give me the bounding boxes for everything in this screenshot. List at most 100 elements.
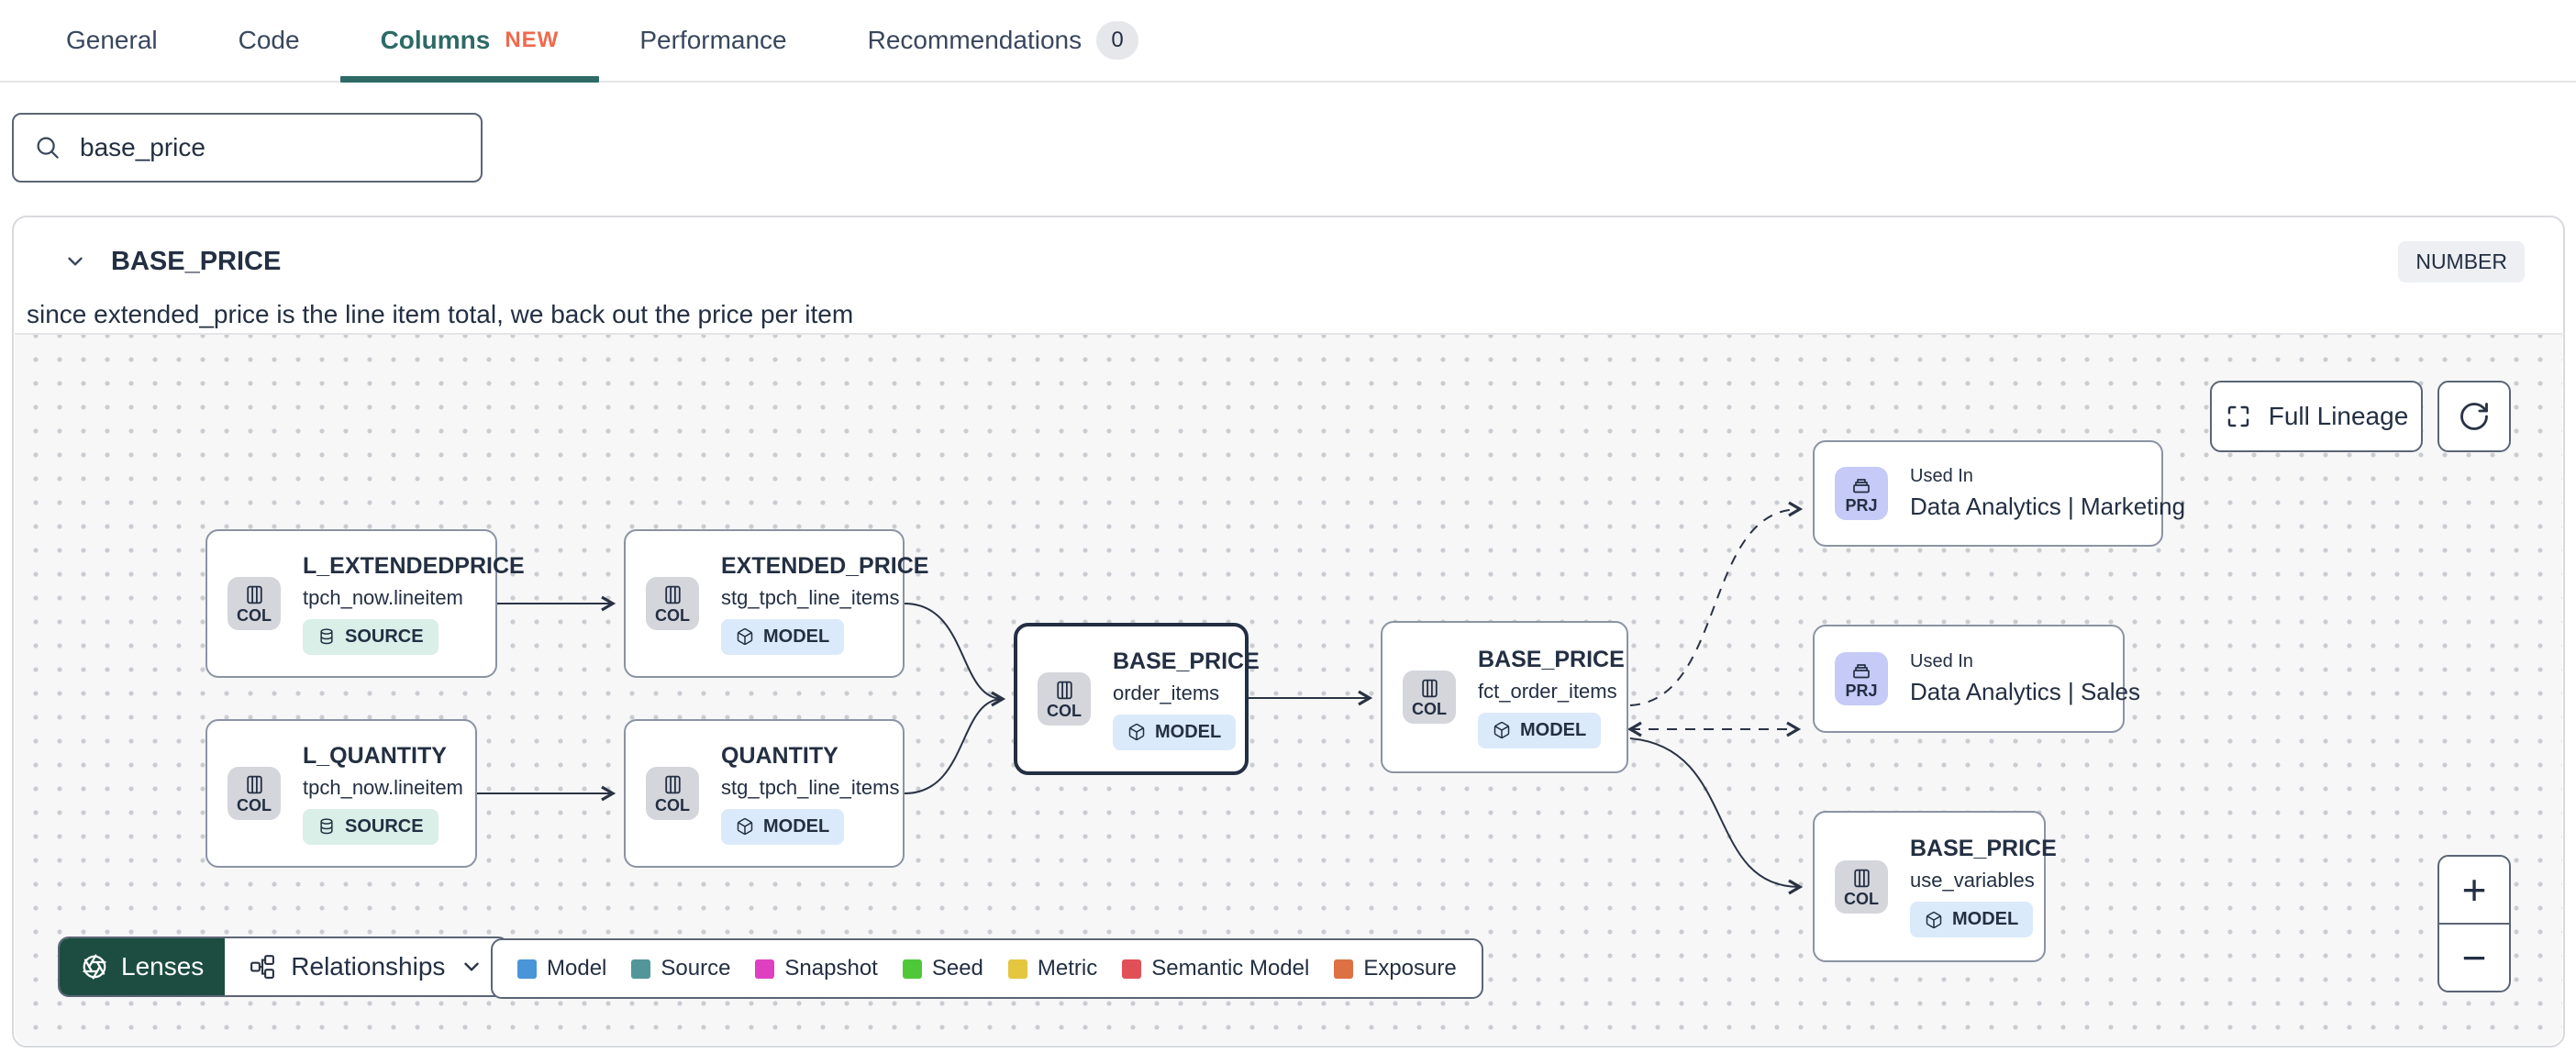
node-title: BASE_PRICE [1910,836,2057,861]
tab-columns[interactable]: Columns NEW [339,0,600,83]
relationships-icon [250,955,275,979]
columns-icon [1056,681,1072,700]
model-badge: MODEL [721,808,845,845]
lenses-button[interactable]: Lenses [60,938,226,995]
legend-swatch [1122,959,1142,979]
column-tile: COL [1835,859,1888,914]
node-title: BASE_PRICE [1113,648,1260,674]
legend-item-metric: Metric [1007,956,1097,981]
chevron-down-icon[interactable] [63,249,87,273]
model-badge: MODEL [1478,712,1602,748]
project-icon [1853,478,1870,493]
recommendations-count-badge: 0 [1096,21,1139,60]
model-badge: MODEL [1113,714,1237,750]
database-icon [320,628,333,645]
node-title: BASE_PRICE [1478,646,1625,672]
column-tile: COL [1403,671,1456,724]
lenses-control-group: Lenses Relationships [58,937,510,997]
column-tile: COL [228,767,281,820]
node-subtitle: use_variables [1910,869,2035,892]
column-type-badge: NUMBER [2398,240,2525,283]
exposure-name: Data Analytics | Sales [1910,678,2140,705]
legend-swatch [1007,959,1027,979]
used-in-label: Used In [1910,466,1973,486]
legend-swatch [1334,959,1354,979]
cube-icon [1493,721,1510,739]
source-badge: SOURCE [303,618,439,655]
legend-item-exposure: Exposure [1334,956,1457,981]
node-subtitle: order_items [1113,681,1220,704]
column-description: since extended_price is the line item to… [27,300,854,328]
column-tile: COL [228,577,281,630]
new-badge: NEW [505,28,560,52]
node-title: EXTENDED_PRICE [721,552,929,579]
column-name: BASE_PRICE [111,246,282,276]
aperture-icon [83,954,106,980]
project-tile: PRJ [1835,652,1888,705]
legend-item-snapshot: Snapshot [755,956,878,981]
zoom-in-button[interactable]: + [2439,857,2509,925]
cube-icon [737,817,753,836]
lineage-node-base-price-use-variables[interactable]: COL BASE_PRICE use_variables MODEL [1813,811,2057,962]
column-panel-header: BASE_PRICE NUMBER [63,240,2525,283]
cube-icon [1926,911,1942,928]
tab-performance[interactable]: Performance [639,26,787,54]
tab-code[interactable]: Code [238,26,300,54]
legend-swatch [902,959,922,979]
project-icon [1853,663,1870,678]
columns-icon [664,585,681,604]
zoom-controls: + − [2437,855,2511,992]
tab-bar: General Code Columns NEW Performance Rec… [0,0,2576,83]
column-tile: COL [646,577,699,630]
node-subtitle: tpch_now.lineitem [303,775,463,799]
node-title: L_EXTENDEDPRICE [303,552,525,579]
lineage-node-l-quantity[interactable]: COL L_QUANTITY tpch_now.lineitem SOURCE [205,719,477,868]
lineage-canvas[interactable]: Full Lineage COL L_EXTENDEDPRICE tpch_no… [15,333,2562,1045]
search-input[interactable] [78,132,470,163]
legend-swatch [631,959,651,979]
column-tile: COL [1038,672,1091,726]
chevron-down-icon [464,962,480,971]
lineage-node-used-in-marketing[interactable]: PRJ Used In Data Analytics | Marketing [1813,440,2185,547]
search-icon [37,137,59,159]
lineage-node-quantity[interactable]: COL QUANTITY stg_tpch_line_items MODEL [624,719,905,868]
lineage-node-base-price-fct-order-items[interactable]: COL BASE_PRICE fct_order_items MODEL [1381,621,1628,773]
tab-general[interactable]: General [66,26,158,54]
model-badge: MODEL [1910,902,2034,937]
zoom-out-button[interactable]: − [2439,925,2509,991]
column-panel: BASE_PRICE NUMBER since extended_price i… [12,216,2565,1047]
legend-swatch [755,959,775,979]
node-type-legend: Model Source Snapshot Seed Metric Semant… [491,938,1483,999]
column-tile: COL [646,767,699,820]
refresh-button[interactable] [2437,381,2511,452]
node-subtitle: stg_tpch_line_items [721,585,900,609]
columns-icon [1853,869,1870,887]
lineage-node-extended-price[interactable]: COL EXTENDED_PRICE stg_tpch_line_items M… [624,529,928,678]
lineage-node-used-in-sales[interactable]: PRJ Used In Data Analytics | Sales [1813,625,2140,733]
legend-item-model: Model [517,956,606,981]
column-search[interactable] [12,113,483,183]
legend-item-seed: Seed [902,956,983,981]
full-lineage-button[interactable]: Full Lineage [2210,381,2423,452]
expand-icon [2227,405,2248,427]
node-subtitle: fct_order_items [1478,679,1617,703]
columns-icon [664,775,681,794]
cube-icon [737,627,753,646]
project-tile: PRJ [1835,467,1888,520]
columns-icon [1421,679,1438,698]
tab-recommendations[interactable]: Recommendations 0 [827,0,1179,81]
node-subtitle: stg_tpch_line_items [721,775,900,799]
columns-icon [246,585,262,604]
legend-item-source: Source [631,956,730,981]
lineage-node-l-extendedprice[interactable]: COL L_EXTENDEDPRICE tpch_now.lineitem SO… [205,529,525,678]
database-icon [320,818,333,835]
columns-icon [246,775,262,794]
cube-icon [1128,723,1145,741]
relationships-dropdown[interactable]: Relationships [225,938,508,995]
source-badge: SOURCE [303,808,439,845]
legend-item-semantic-model: Semantic Model [1122,956,1309,981]
node-subtitle: tpch_now.lineitem [303,585,463,609]
lineage-node-base-price-order-items[interactable]: COL BASE_PRICE order_items MODEL [1014,623,1260,775]
exposure-name: Data Analytics | Marketing [1910,493,2186,520]
refresh-icon [2460,403,2488,430]
